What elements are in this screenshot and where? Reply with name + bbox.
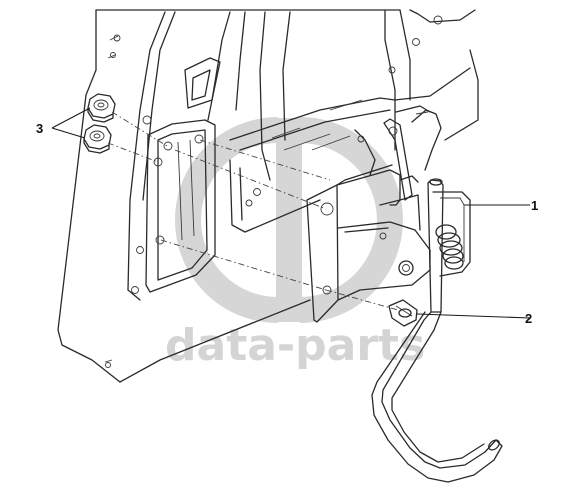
callout-1: 1: [531, 198, 538, 213]
watermark: data-parts: [165, 117, 425, 371]
frame-panel: [57, 9, 479, 383]
pedal-bracket: [306, 105, 471, 323]
leader-line-3a: [51, 107, 91, 129]
nut-upper: [87, 93, 116, 123]
return-spring: [435, 224, 464, 270]
bolt-part-2: [388, 299, 418, 327]
callout-2: 2: [525, 311, 532, 326]
mounting-plate: [145, 119, 216, 293]
leader-line-3b: [51, 127, 86, 139]
nut-lower: [83, 124, 112, 154]
pedal-rod: [371, 178, 503, 483]
assembly-lines: [107, 111, 399, 311]
leader-lines: [51, 107, 531, 319]
callout-3: 3: [36, 121, 43, 136]
watermark-text: data-parts: [165, 320, 425, 371]
leader-line-2: [416, 313, 531, 319]
